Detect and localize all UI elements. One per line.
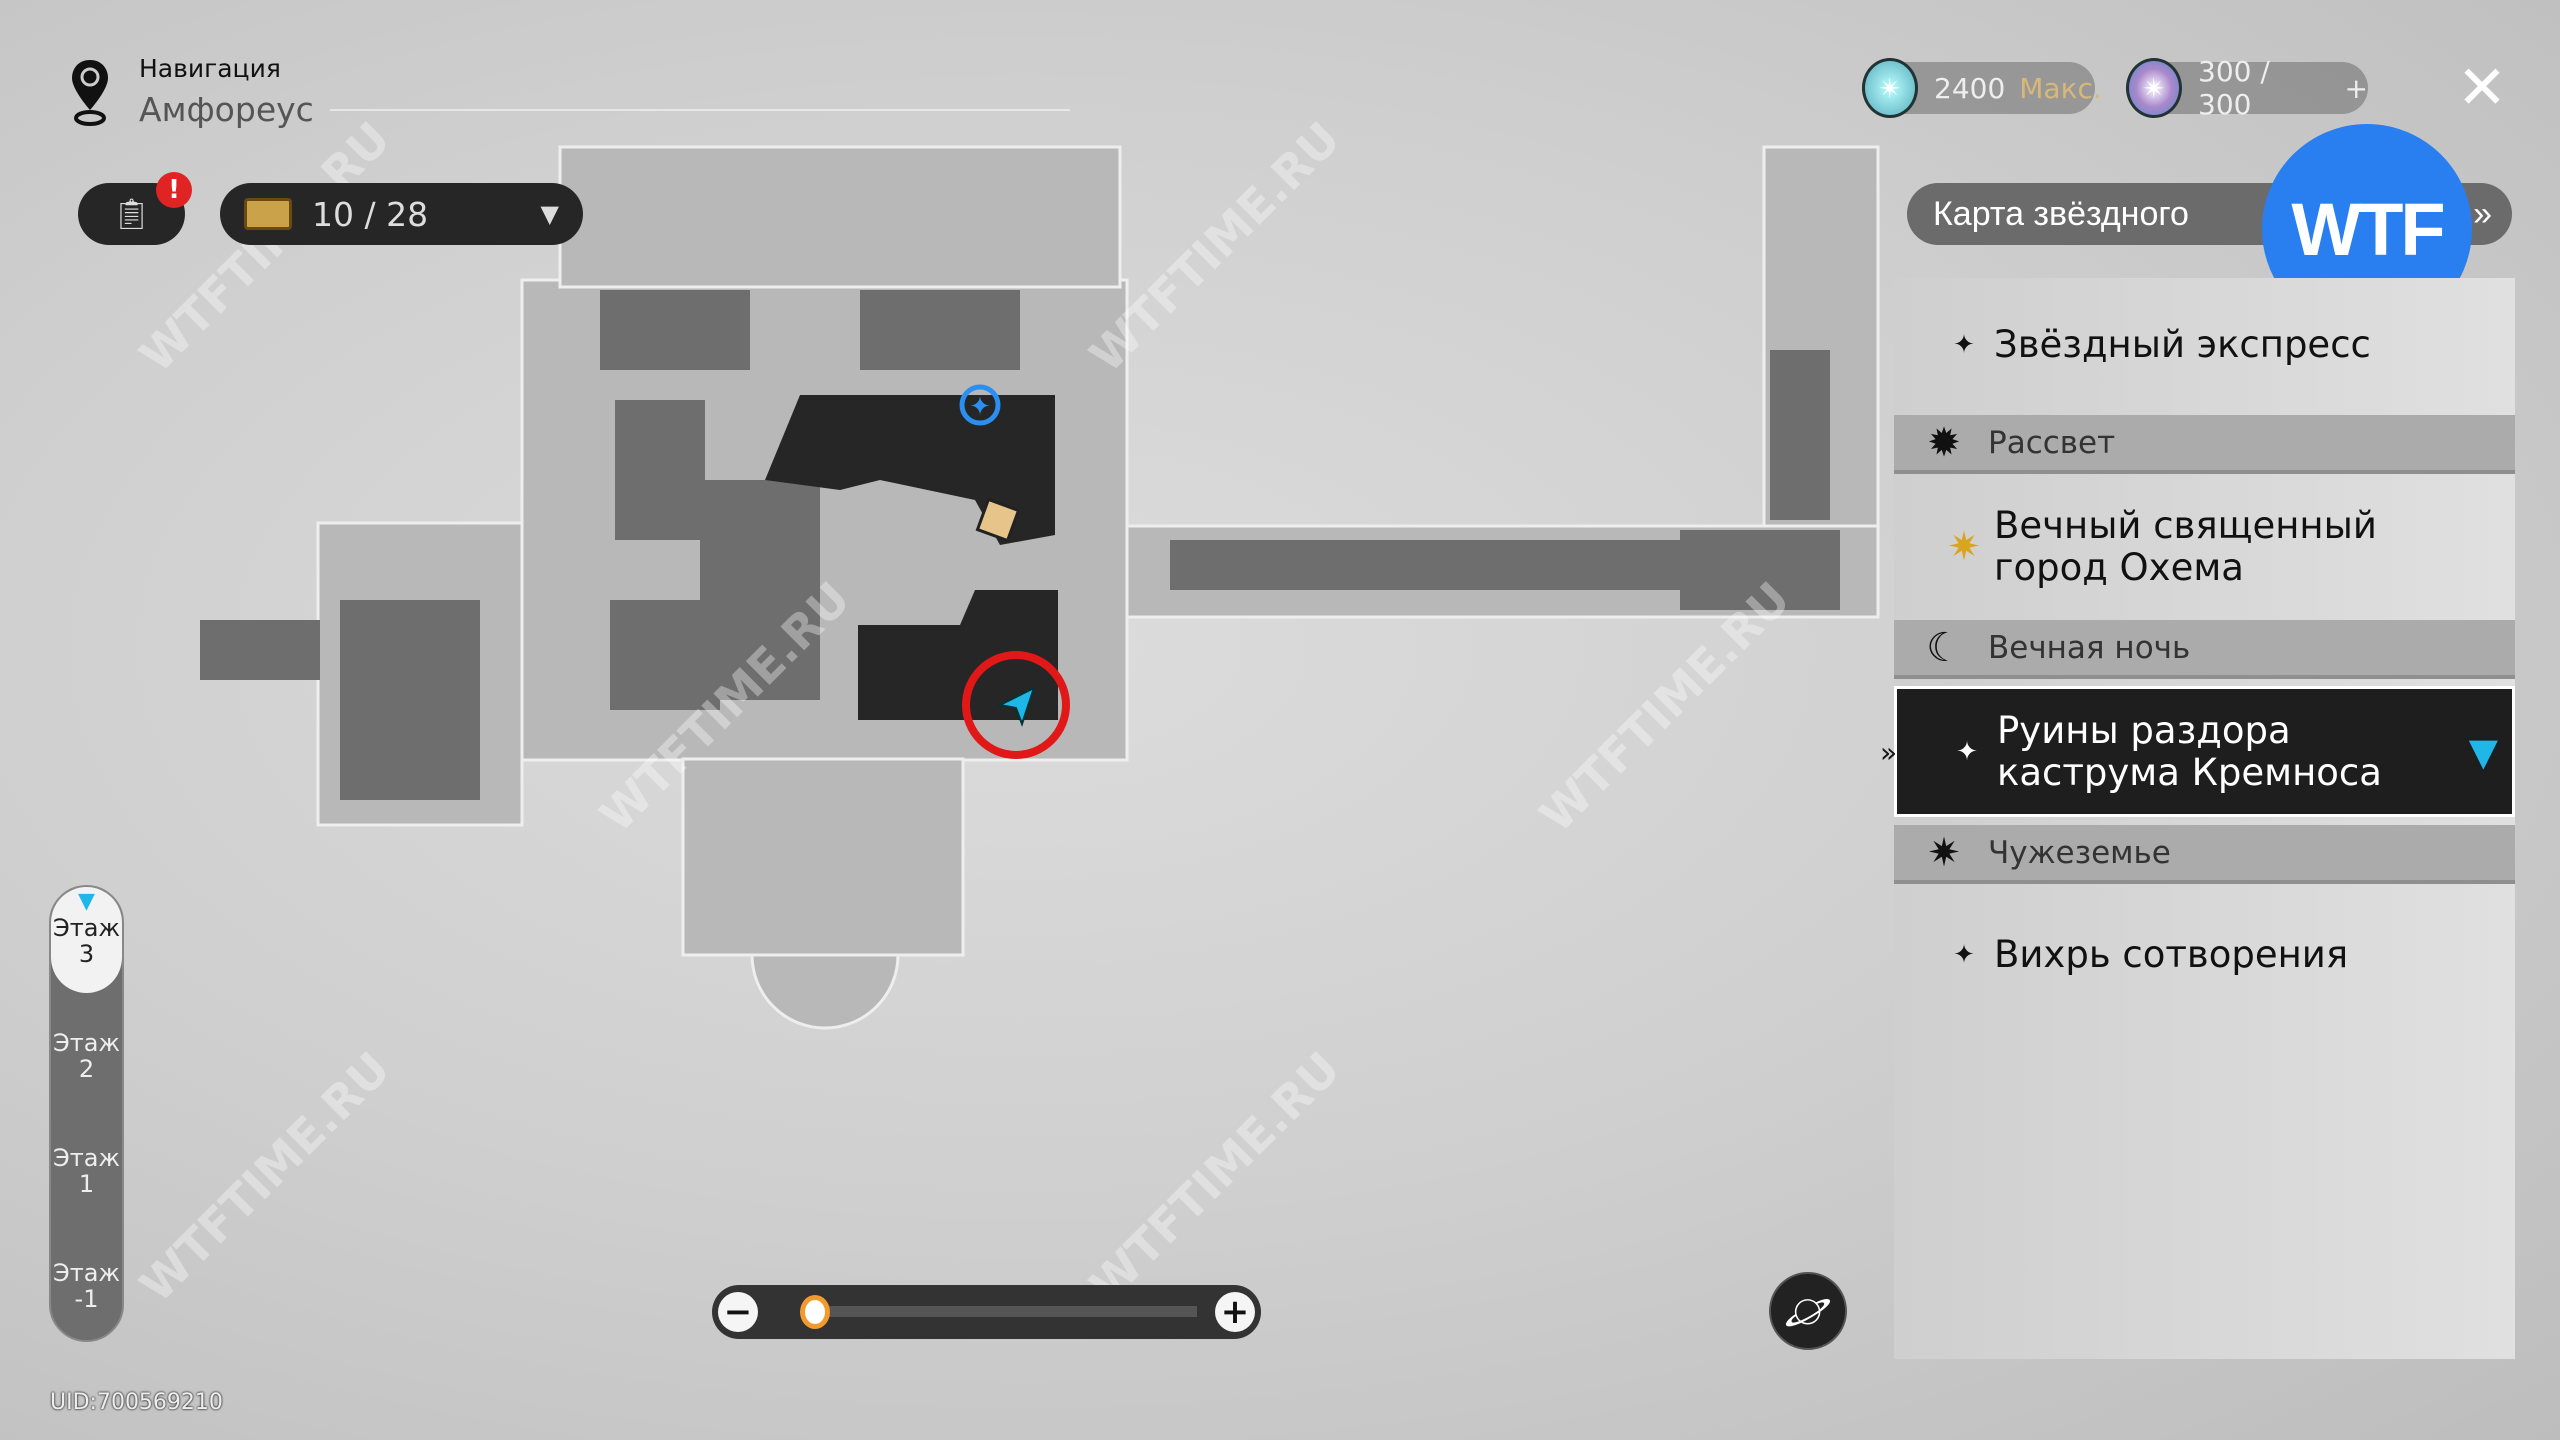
alert-badge: ! — [156, 172, 192, 208]
floor-label: Этаж — [52, 1259, 121, 1287]
world-header-eternal-night: ☾ Вечная ночь — [1894, 620, 2515, 679]
add-power-button[interactable]: + — [2344, 71, 2368, 105]
world-item-star-express[interactable]: ✦ Звёздный экспресс — [1894, 278, 2515, 411]
sparkle-icon: ✦ — [1953, 940, 1975, 970]
world-header-dawn: ✹ Рассвет — [1894, 415, 2515, 474]
world-label: Звёздный экспресс — [1994, 322, 2371, 366]
sparkle-icon: ✦ — [1953, 329, 1975, 360]
world-label-line1: Вечный священный — [1994, 504, 2377, 547]
map-south-hall — [681, 757, 965, 957]
svg-text:✦: ✦ — [969, 392, 991, 422]
chest-count: 10 / 28 — [312, 194, 429, 234]
close-icon[interactable]: ✕ — [2456, 53, 2508, 123]
map-rooms — [200, 290, 1840, 800]
navigation-pin-icon — [72, 60, 108, 126]
planet-icon[interactable]: 🪐︎ — [1769, 1272, 1847, 1350]
selection-pointer-icon: » — [1880, 736, 1898, 769]
trailblaze-power-value: 2400 — [1934, 71, 2006, 105]
world-header-foreign-lands: ✷ Чужеземье — [1894, 825, 2515, 884]
location-title: Амфореус — [139, 90, 314, 129]
world-label-line1: Руины раздора — [1997, 708, 2291, 752]
chevron-right-icon: » — [2473, 194, 2492, 233]
zoom-slider-track[interactable] — [812, 1306, 1197, 1317]
zoom-out-button[interactable]: − — [718, 1292, 758, 1332]
reserved-power-icon: ✴ — [2126, 58, 2182, 118]
zoom-slider-handle[interactable] — [799, 1295, 830, 1329]
uid-label: UID:700569210 — [50, 1390, 223, 1415]
floor-label: Этаж — [52, 1029, 121, 1057]
world-item-vortex[interactable]: ✦ Вихрь сотворения — [1894, 890, 2515, 1020]
player-location-highlight — [962, 651, 1070, 759]
header-label: Вечная ночь — [1988, 629, 2191, 666]
dropdown-arrow-icon: ▼ — [540, 200, 559, 228]
zoom-in-button[interactable]: + — [1215, 1292, 1255, 1332]
trailblaze-power-counter[interactable]: ✴ 2400 Макс. — [1862, 58, 2102, 118]
floor-number: 1 — [78, 1170, 95, 1198]
map-south-apse — [750, 953, 900, 1030]
current-location-arrow-icon: ▼ — [2468, 729, 2498, 774]
floor-number: -1 — [74, 1285, 99, 1313]
current-floor-arrow-icon: ▼ — [78, 889, 95, 914]
compass-star-icon: ✷ — [1947, 524, 1981, 570]
clipboard-icon: 📋︎ — [112, 196, 151, 232]
player-arrow-icon — [996, 686, 1036, 727]
max-label: Макс. — [2019, 71, 2102, 105]
map-current-area — [765, 395, 1058, 720]
world-label-line2: каструма Кремноса — [1997, 750, 2382, 794]
treasure-chest-icon — [244, 198, 292, 230]
floor-label: Этаж — [52, 914, 121, 942]
floor-number: 2 — [78, 1055, 95, 1083]
map-marker-teleport: ✦ — [959, 384, 1001, 426]
floor-minus1-button[interactable]: Этаж-1 — [51, 1260, 122, 1312]
sun-icon: ✹ — [1927, 419, 1961, 466]
header-label: Рассвет — [1988, 424, 2116, 461]
treasure-chest-dropdown[interactable]: 10 / 28 ▼ — [220, 183, 583, 245]
world-list-panel: ✦ Звёздный экспресс ✹ Рассвет ✷ Вечный свящ… — [1894, 278, 2515, 1359]
reserved-power-counter[interactable]: ✴ 300 / 300 + — [2126, 55, 2368, 121]
header-divider — [330, 109, 1070, 111]
header-label: Чужеземье — [1988, 834, 2171, 871]
world-label: Вихрь сотворения — [1994, 933, 2349, 976]
trailblaze-power-icon: ✴ — [1862, 58, 1918, 118]
floor-label: Этаж — [52, 1144, 121, 1172]
reserved-power-value: 300 / 300 — [2198, 55, 2270, 121]
zoom-control: − + — [712, 1285, 1261, 1339]
map-upper-wing — [558, 145, 1122, 289]
floor-number: 3 — [78, 940, 95, 968]
star-icon: ✷ — [1927, 829, 1961, 876]
star-map-label: Карта звёздного — [1933, 194, 2189, 233]
world-label-line2: город Охема — [1994, 546, 2244, 589]
map-marker-puzzle — [975, 497, 1021, 543]
navigation-label: Навигация — [139, 54, 281, 83]
moon-icon: ☾ — [1926, 624, 1962, 671]
sparkle-icon: ✦ — [1956, 736, 1978, 767]
